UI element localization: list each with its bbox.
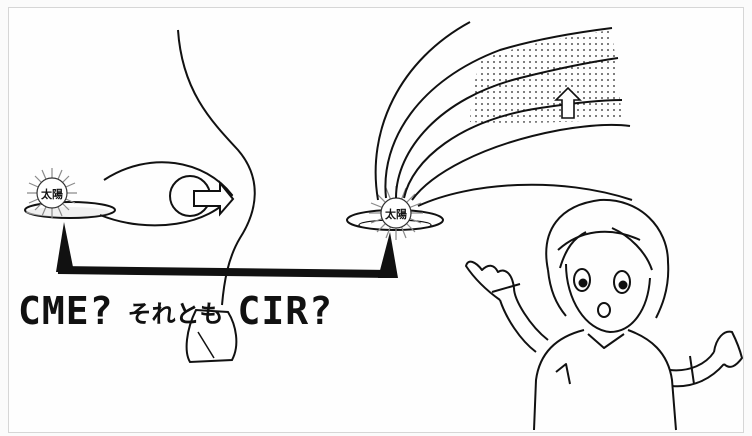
- sun-left-label: 太陽: [41, 186, 63, 202]
- left-stand: [56, 222, 74, 272]
- right-stand: [378, 232, 398, 278]
- sun-right-label: 太陽: [385, 206, 407, 222]
- caption: CME? それとも CIR?: [18, 283, 333, 339]
- cir-diagram: [376, 22, 632, 206]
- caption-cir: CIR?: [238, 289, 334, 333]
- caption-soretomo: それとも: [128, 294, 224, 329]
- girl-character: [466, 200, 742, 430]
- caption-cme: CME?: [18, 289, 114, 333]
- left-sun-icon: [25, 168, 115, 218]
